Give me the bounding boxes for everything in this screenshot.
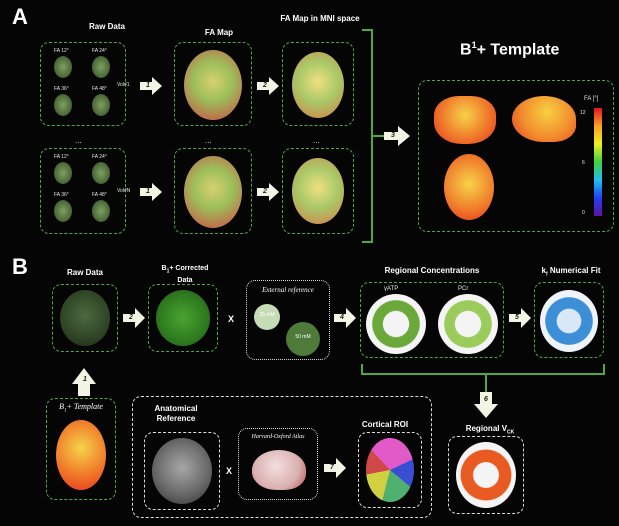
step-label: 5 [512, 314, 522, 321]
bracket-b [362, 364, 604, 392]
step-label: 1 [80, 376, 90, 383]
step-label: 4 [337, 314, 347, 321]
step-label: 7 [327, 464, 337, 471]
step-label: 2 [126, 314, 136, 321]
step-label: 6 [481, 396, 491, 403]
